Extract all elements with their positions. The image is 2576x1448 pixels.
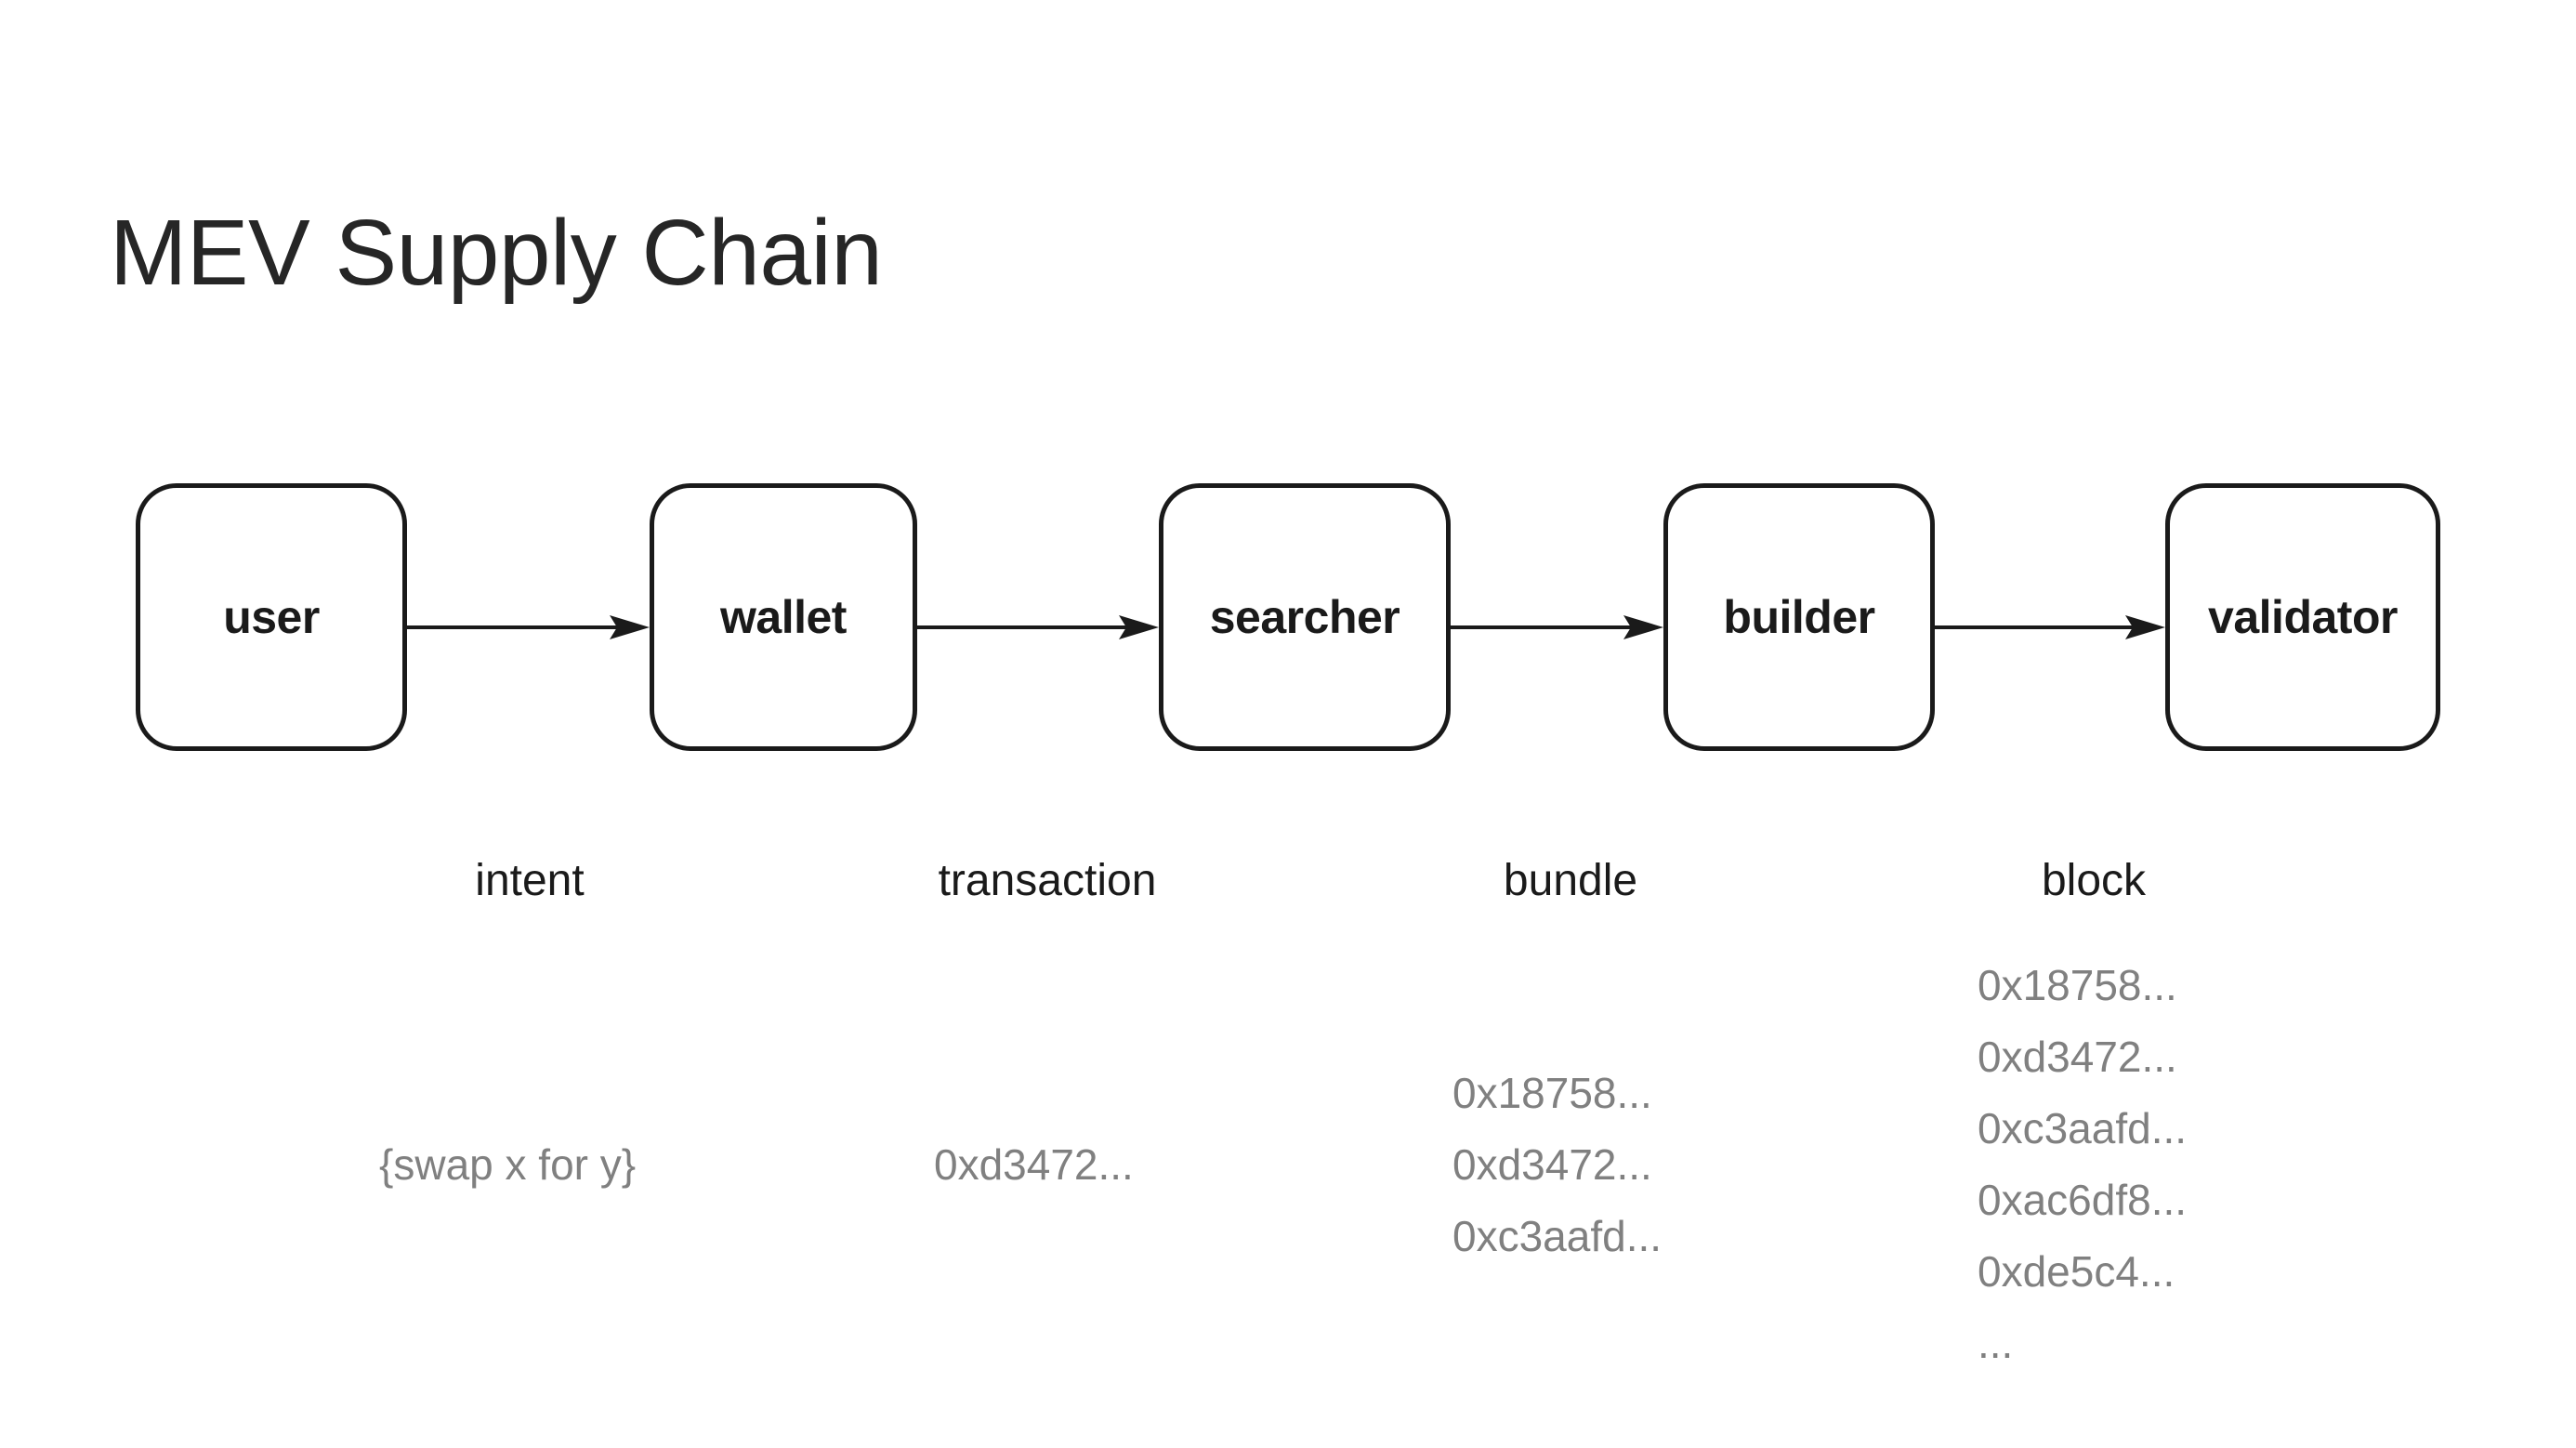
node-label-user: user <box>223 591 320 643</box>
edge-caption-block: block <box>2041 856 2147 905</box>
edge-caption-intent-wrap: intent <box>381 855 678 906</box>
edge-arrow-wallet-to-searcher <box>917 615 1159 639</box>
node-builder[interactable]: builder <box>1663 483 1935 751</box>
edge-caption-intent: intent <box>475 856 585 905</box>
node-label-builder: builder <box>1723 591 1875 643</box>
page-title: MEV Supply Chain <box>110 201 883 305</box>
payload-item: 0xc3aafd... <box>1452 1212 1663 1260</box>
payload-list-bundle: 0x18758... 0xd3472... 0xc3aafd... <box>1452 1058 1662 1272</box>
payload-item: 0xd3472... <box>934 1140 1134 1189</box>
node-label-searcher: searcher <box>1209 591 1400 643</box>
node-label-validator: validator <box>2208 591 2398 643</box>
payload-list-transaction: 0xd3472... <box>934 1129 1134 1201</box>
payload-list-block: 0x18758... 0xd3472... 0xc3aafd... 0xac6d… <box>1978 950 2187 1379</box>
edge-arrow-user-to-wallet <box>407 615 650 639</box>
payload-list-intent: {swap x for y} <box>379 1129 636 1201</box>
payload-item: 0xac6df8... <box>1978 1176 2188 1224</box>
node-validator[interactable]: validator <box>2165 483 2440 751</box>
node-searcher[interactable]: searcher <box>1159 483 1451 751</box>
edge-caption-bundle: bundle <box>1503 856 1638 905</box>
edge-arrow-builder-to-validator <box>1935 615 2165 639</box>
node-wallet[interactable]: wallet <box>650 483 917 751</box>
payload-item: 0xde5c4... <box>1978 1247 2175 1296</box>
node-label-wallet: wallet <box>720 591 847 643</box>
payload-item: 0x18758... <box>1978 961 2177 1009</box>
payload-item: ... <box>1978 1319 2014 1367</box>
edge-caption-transaction: transaction <box>938 856 1157 905</box>
payload-item: 0xd3472... <box>1978 1033 2177 1081</box>
edge-caption-bundle-wrap: bundle <box>1422 855 1719 906</box>
payload-item: {swap x for y} <box>379 1140 637 1189</box>
node-user[interactable]: user <box>136 483 407 751</box>
payload-item: 0xd3472... <box>1452 1140 1652 1189</box>
edge-caption-transaction-wrap: transaction <box>899 855 1196 906</box>
payload-item: 0x18758... <box>1452 1069 1652 1117</box>
edge-caption-block-wrap: block <box>1945 855 2242 906</box>
payload-item: 0xc3aafd... <box>1978 1104 2188 1152</box>
edge-arrow-searcher-to-builder <box>1451 615 1663 639</box>
